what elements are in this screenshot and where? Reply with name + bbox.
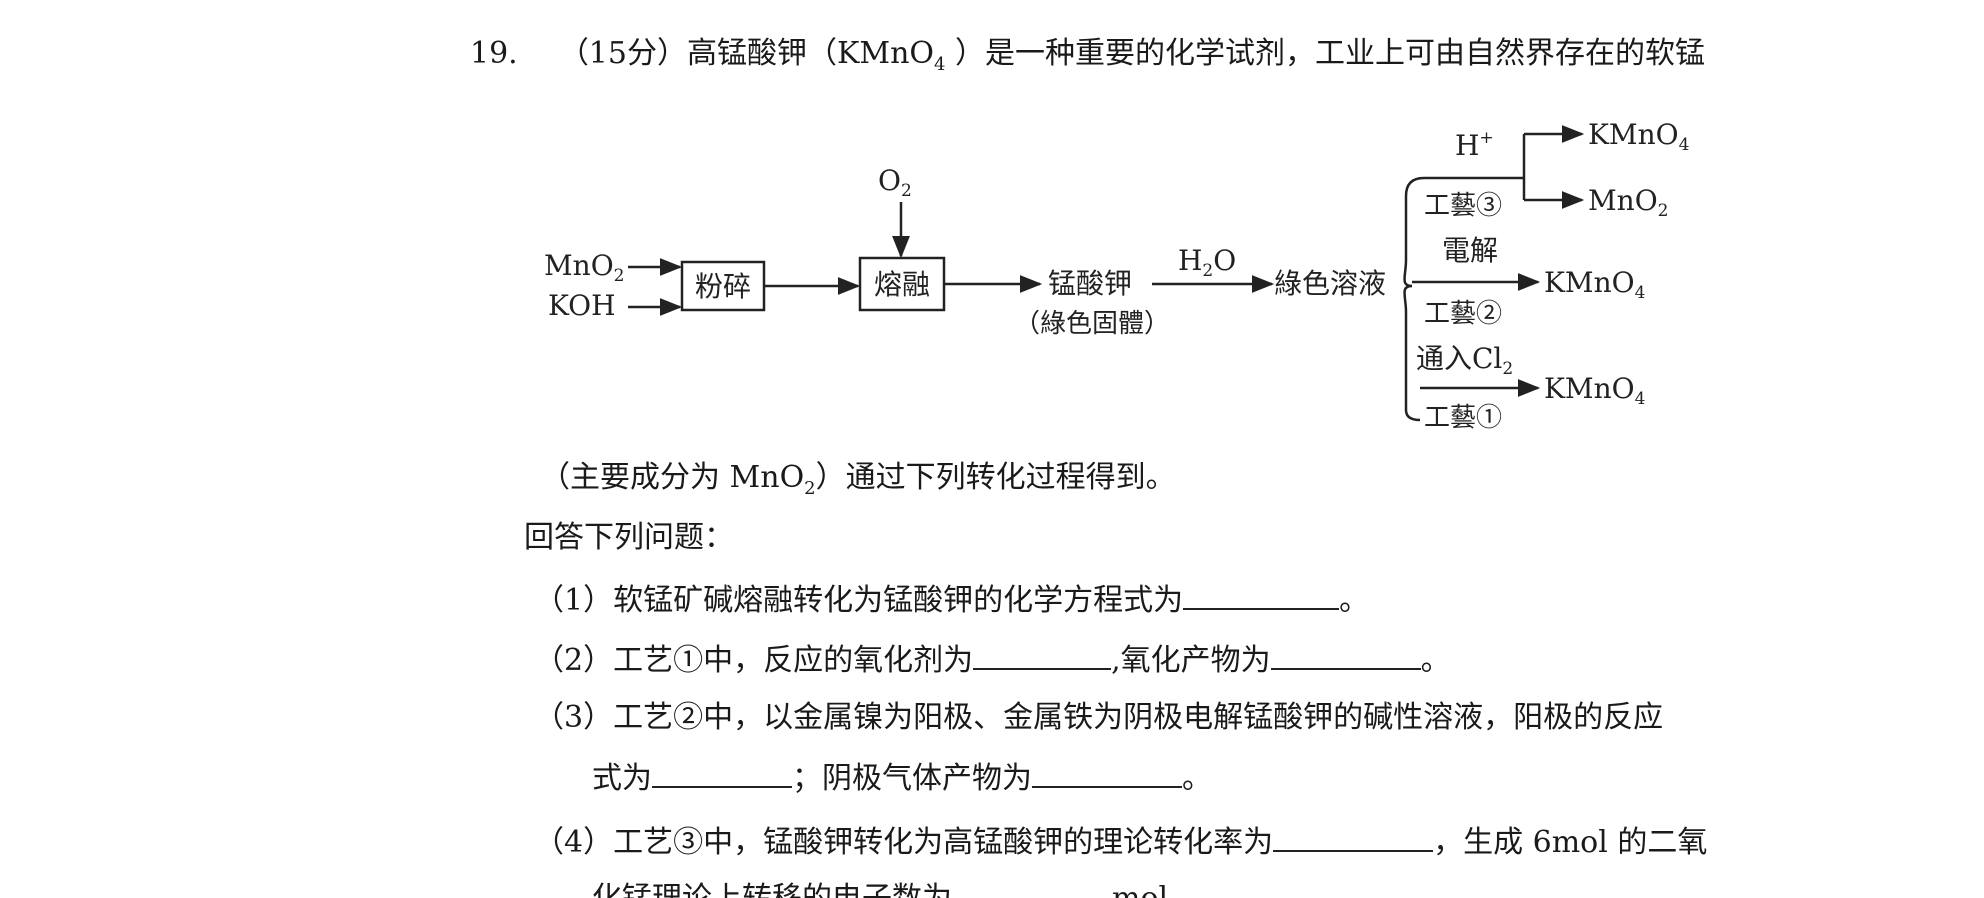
branch1-cl2: 通入Cl2 (1416, 342, 1513, 379)
input-mno2: MnO2 (544, 249, 625, 286)
subquestion-2: （2）工艺①中，反应的氧化剂为,氧化产物为。 (534, 640, 1451, 679)
document-page: 19. （15分）高锰酸钾（KMnO4 ）是一种重要的化学试剂，工业上可由自然界… (470, 36, 1707, 898)
green-solution: 綠色溶液 (1274, 267, 1386, 300)
process-flowchart: MnO2 KOH 粉碎 O2 熔融 锰酸钾 （綠色固體） H2O 綠色溶液 (544, 118, 1689, 433)
answer-blank-q4-electrons[interactable] (952, 878, 1112, 898)
subquestion-3-line1: （3）工艺②中，以金属镍为阳极、金属铁为阴极电解锰酸钾的碱性溶液，阳极的反应 (534, 700, 1664, 735)
answer-blank-q3-anode[interactable] (652, 758, 792, 788)
intro-continuation: （主要成分为 MnO2）通过下列转化过程得到。 (540, 460, 1176, 499)
branch1-label: 工藝① (1424, 403, 1502, 433)
branch3-output-kmno4: KMnO4 (1588, 118, 1689, 155)
label-o2: O2 (878, 164, 912, 201)
branch1-output-kmno4: KMnO4 (1544, 372, 1645, 409)
subquestion-4-line2: 化锰理论上转移的电子数为mol。 (592, 878, 1198, 898)
branch3-label: 工藝③ (1424, 191, 1502, 221)
product-k2mno4: 锰酸钾 (1048, 267, 1132, 300)
answer-blank-q2-oxidant[interactable] (973, 640, 1112, 670)
subquestion-3-line2: 式为；阴极气体产物为。 (592, 758, 1212, 797)
question-19-header: 19. （15分）高锰酸钾（KMnO4 ）是一种重要的化学试剂，工业上可由自然界… (470, 36, 1706, 75)
question-number: 19. (470, 36, 518, 71)
answer-blank-q2-product[interactable] (1270, 640, 1421, 670)
answer-blank-q3-cathode-gas[interactable] (1032, 758, 1182, 788)
label-h2o: H2O (1178, 244, 1236, 281)
answer-blank-q1[interactable] (1183, 580, 1340, 610)
box-crush-label: 粉碎 (695, 270, 751, 303)
box-melt-label: 熔融 (874, 268, 930, 301)
brace-top (1403, 176, 1524, 288)
box-melt (858, 256, 946, 312)
branch2-electrolysis: 電解 (1442, 234, 1498, 267)
subquestion-4-line1: （4）工艺③中，锰酸钾转化为高锰酸钾的理论转化率为，生成 6mol 的二氧 (534, 822, 1707, 861)
branch2-label: 工藝② (1424, 299, 1502, 329)
input-koh: KOH (548, 289, 616, 322)
brace-bottom (1403, 284, 1421, 422)
answer-prompt: 回答下列问题： (524, 520, 734, 555)
branch2-output-kmno4: KMnO4 (1544, 266, 1645, 303)
branch3-h-plus: H+ (1455, 128, 1494, 162)
subquestion-1: （1）软锰矿碱熔融转化为锰酸钾的化学方程式为。 (534, 580, 1369, 619)
branch3-output-mno2: MnO2 (1588, 184, 1669, 221)
answer-blank-q4-rate[interactable] (1273, 822, 1434, 852)
product-note: （綠色固體） (1014, 309, 1170, 339)
